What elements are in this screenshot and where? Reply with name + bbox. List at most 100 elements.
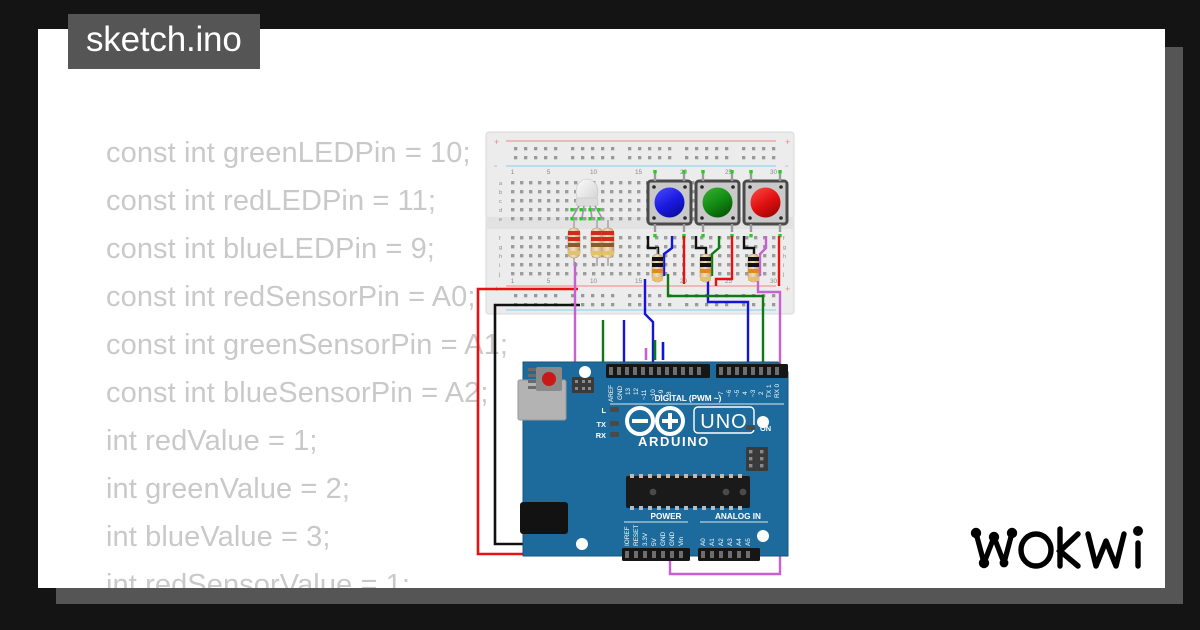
digital-header [606, 364, 788, 378]
code-line: int redSensorValue = 1; [106, 569, 411, 588]
code-line: int blueValue = 3; [106, 521, 331, 553]
code-line: int redValue = 1; [106, 425, 318, 457]
mounting-holes [576, 366, 769, 550]
svg-text:a: a [499, 181, 503, 187]
code-line: int greenValue = 2; [106, 473, 351, 505]
svg-text:5: 5 [547, 169, 551, 176]
analog-pin-labels: A0 A1 A2 A3 A4 A5 [700, 538, 752, 546]
pulldown-group-2 [694, 236, 734, 286]
svg-text:3.3V: 3.3V [642, 532, 649, 546]
svg-text:10: 10 [590, 278, 598, 285]
pushbutton-blue [646, 170, 693, 238]
svg-text:~5: ~5 [734, 389, 741, 397]
svg-text:25: 25 [725, 278, 733, 285]
svg-text:A2: A2 [718, 538, 725, 546]
file-tab-sketch-ino[interactable]: sketch.ino [68, 14, 260, 70]
svg-text:A1: A1 [709, 538, 716, 546]
uno-badge: UNO [693, 406, 755, 434]
icsp-header-left [572, 377, 594, 393]
svg-text:15: 15 [635, 278, 643, 285]
svg-text:15: 15 [635, 169, 643, 176]
svg-text:12: 12 [633, 387, 640, 395]
svg-text:10: 10 [590, 169, 598, 176]
code-line: const int redSensorPin = A0; [106, 281, 476, 313]
resistor-220-3 [601, 220, 615, 266]
svg-text:g: g [499, 245, 502, 251]
arduino-uno-board: AREF GND 13 12 ~11 ~10 ~9 8 7 ~6 ~5 4 ~3… [517, 361, 789, 561]
svg-text:~10: ~10 [650, 389, 657, 400]
svg-text:GND: GND [669, 531, 676, 546]
resistor-220-2 [590, 220, 604, 266]
wire-stubs-digital [644, 340, 665, 360]
power-jack [520, 502, 568, 534]
svg-text:d: d [499, 208, 502, 214]
atmega-chip [626, 474, 750, 510]
sketch-card: const int greenLEDPin = 10; const int re… [38, 29, 1165, 588]
code-line: const int redLEDPin = 11; [106, 185, 437, 217]
svg-text:30: 30 [770, 169, 778, 176]
icsp-header-right [746, 447, 768, 471]
svg-text:GND: GND [617, 385, 624, 400]
svg-text:g: g [783, 245, 786, 251]
svg-text:5: 5 [547, 278, 551, 285]
code-line: const int blueSensorPin = A2; [106, 377, 489, 409]
svg-text:-: - [785, 161, 788, 172]
arduino-logo [625, 406, 685, 436]
svg-text:5V: 5V [651, 537, 658, 546]
arduino-brand-text: ARDUINO [638, 434, 710, 449]
svg-text:7: 7 [718, 391, 725, 395]
svg-text:1: 1 [511, 169, 515, 176]
svg-text:b: b [499, 190, 502, 196]
svg-text:RX: RX [596, 431, 606, 440]
rgb-led-component [570, 178, 603, 221]
reset-button [528, 367, 562, 391]
code-line: const int greenSensorPin = A1; [106, 329, 509, 361]
code-editor[interactable]: const int greenLEDPin = 10; const int re… [106, 129, 726, 588]
code-line: const int greenLEDPin = 10; [106, 137, 471, 169]
svg-text:~3: ~3 [750, 389, 757, 397]
svg-text:IOREF: IOREF [624, 526, 631, 546]
svg-text:j: j [498, 272, 500, 278]
svg-text:+: + [785, 284, 790, 294]
svg-text:30: 30 [770, 278, 778, 285]
svg-text:RESET: RESET [633, 525, 640, 546]
svg-text:A3: A3 [727, 538, 734, 546]
status-led-labels: L TX RX ON [596, 406, 771, 440]
svg-text:ON: ON [760, 424, 771, 433]
svg-text:A0: A0 [700, 538, 707, 546]
analog-header [698, 548, 760, 561]
code-line: const int blueLEDPin = 9; [106, 233, 435, 265]
resistor-220-1 [567, 220, 581, 266]
svg-text:25: 25 [725, 169, 733, 176]
digital-pin-labels: AREF GND 13 12 ~11 ~10 ~9 8 7 ~6 ~5 4 ~3… [608, 383, 781, 402]
svg-text:i: i [783, 263, 784, 269]
svg-text:~11: ~11 [641, 389, 648, 400]
svg-text:AREF: AREF [608, 385, 615, 402]
pulldown-group-3 [742, 236, 781, 286]
pushbutton-green [694, 170, 741, 238]
power-pin-labels: IOREF RESET 3.3V 5V GND GND Vin [624, 525, 685, 546]
svg-text:~6: ~6 [726, 389, 733, 397]
svg-text:8: 8 [666, 391, 673, 395]
svg-text:h: h [499, 254, 502, 260]
digital-header-label: DIGITAL (PWM ~) [655, 394, 722, 403]
svg-text:13: 13 [625, 387, 632, 395]
circuit-diagram[interactable]: + + - - + + [458, 124, 828, 588]
svg-text:e: e [499, 217, 502, 223]
svg-text:h: h [783, 254, 786, 260]
svg-text:~9: ~9 [658, 389, 665, 397]
svg-text:1: 1 [511, 278, 515, 285]
status-led-lamps [610, 407, 755, 437]
power-header [622, 548, 690, 561]
svg-text:f: f [783, 236, 785, 242]
svg-text:GND: GND [660, 531, 667, 546]
svg-text:A4: A4 [736, 538, 743, 546]
svg-text:UNO: UNO [700, 411, 747, 433]
svg-text:i: i [499, 263, 500, 269]
svg-text:j: j [782, 272, 784, 278]
svg-text:4: 4 [742, 391, 749, 395]
svg-text:A5: A5 [745, 538, 752, 546]
wokwi-logo [968, 519, 1158, 582]
svg-text:Vin: Vin [678, 536, 685, 546]
